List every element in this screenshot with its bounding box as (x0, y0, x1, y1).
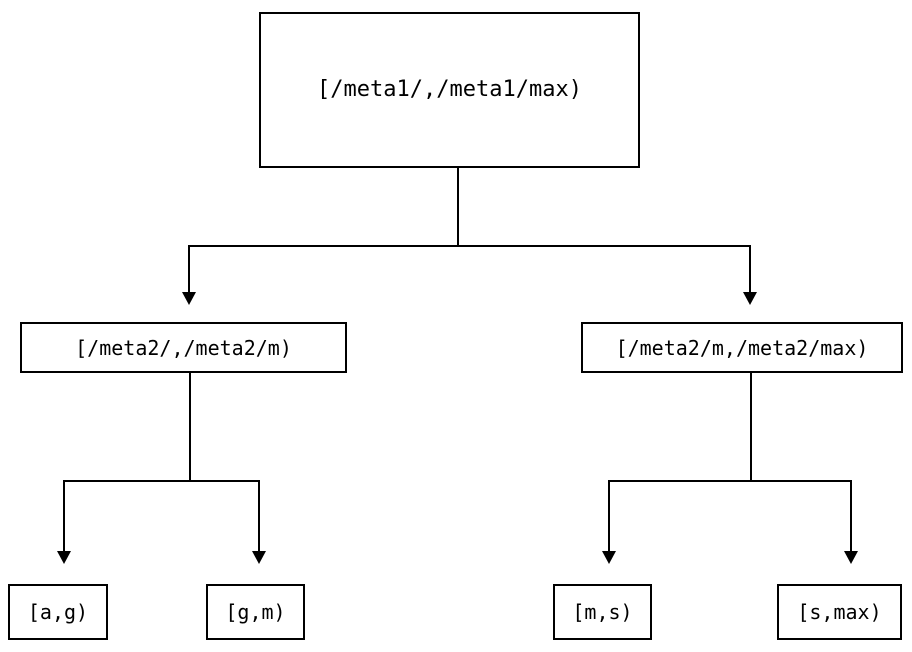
arrowhead-down-icon-leaf-ag (57, 551, 71, 564)
edge-root-to-mid-right-drop (749, 245, 751, 292)
node-leaf-ag[interactable]: [a,g) (8, 584, 108, 640)
edge-root-to-mid-left-drop (188, 245, 190, 292)
node-leaf-ms[interactable]: [m,s) (553, 584, 652, 640)
node-leaf-gm-label: [g,m) (225, 600, 286, 624)
node-leaf-ag-label: [a,g) (27, 600, 89, 624)
edge-mid-left-to-leaf-ag-drop (63, 480, 65, 551)
arrowhead-down-icon-leaf-ms (602, 551, 616, 564)
edge-mid-right-to-leaf-smax-drop (850, 480, 852, 551)
edge-mid-right-to-leaf-ms-drop (608, 480, 610, 551)
node-mid-left[interactable]: [/meta2/,/meta2/m) (20, 322, 347, 373)
node-root-label: [/meta1/,/meta1/max) (317, 77, 582, 102)
node-leaf-smax-label: [s,max) (797, 600, 882, 624)
node-leaf-smax[interactable]: [s,max) (777, 584, 902, 640)
edge-mid-right-stem (750, 373, 752, 481)
edge-mid-right-horizontal-bar (608, 480, 852, 482)
edge-root-stem (457, 168, 459, 246)
edge-mid-left-horizontal-bar (63, 480, 260, 482)
arrowhead-down-icon-mid-right (743, 292, 757, 305)
edge-root-horizontal-bar (188, 245, 751, 247)
node-root[interactable]: [/meta1/,/meta1/max) (259, 12, 640, 168)
node-mid-right-label: [/meta2/m,/meta2/max) (615, 335, 869, 360)
arrowhead-down-icon-mid-left (182, 292, 196, 305)
node-mid-right[interactable]: [/meta2/m,/meta2/max) (581, 322, 903, 373)
node-mid-left-label: [/meta2/,/meta2/m) (75, 335, 292, 360)
arrowhead-down-icon-leaf-gm (252, 551, 266, 564)
node-leaf-gm[interactable]: [g,m) (206, 584, 305, 640)
arrowhead-down-icon-leaf-smax (844, 551, 858, 564)
edge-mid-left-stem (189, 373, 191, 481)
node-leaf-ms-label: [m,s) (572, 600, 633, 624)
edge-mid-left-to-leaf-gm-drop (258, 480, 260, 551)
